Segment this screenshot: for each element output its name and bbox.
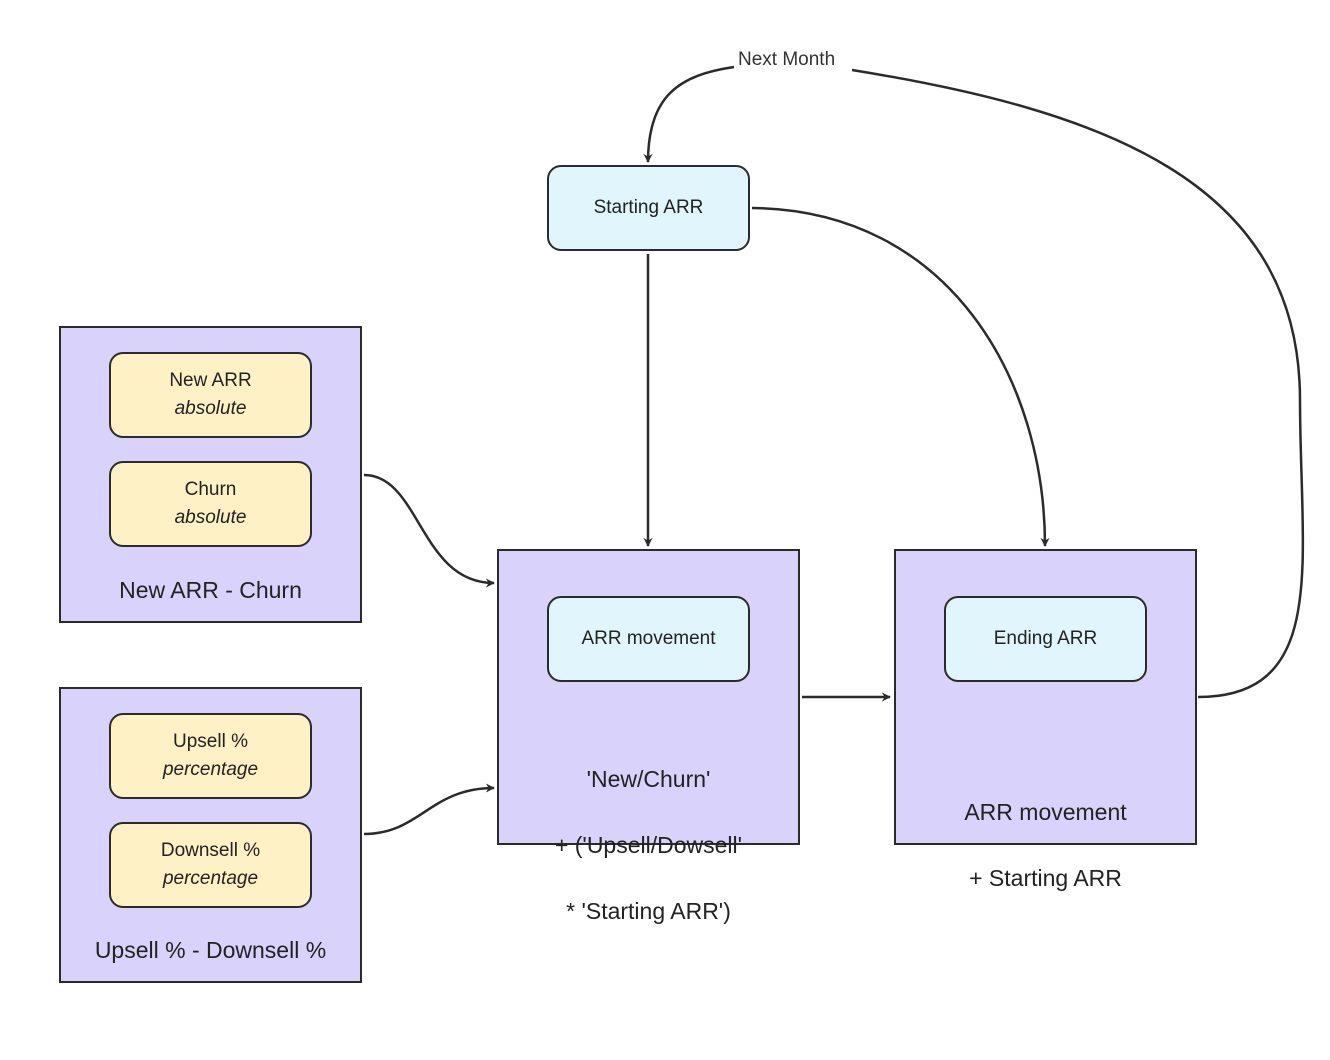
arr-movement-formula-line: 'New/Churn' bbox=[586, 766, 711, 792]
new-arr-type: absolute bbox=[174, 398, 247, 419]
arr-movement-label: ARR movement bbox=[581, 628, 716, 649]
upsell-downsell-formula: Upsell % - Downsell % bbox=[94, 937, 327, 963]
edge-next-month-to-starting-arr bbox=[643, 65, 735, 163]
new-arr-node[interactable]: New ARR absolute bbox=[109, 352, 312, 438]
edge-next-month-loop bbox=[851, 68, 1305, 699]
ending-arr-formula: ARR movement + Starting ARR bbox=[894, 763, 1197, 928]
churn-type: absolute bbox=[174, 507, 247, 528]
arr-movement-formula-line: * 'Starting ARR') bbox=[566, 898, 731, 924]
edge-new-churn-to-movement bbox=[363, 473, 495, 588]
downsell-node[interactable]: Downsell % percentage bbox=[109, 822, 312, 908]
ending-arr-label: Ending ARR bbox=[993, 628, 1098, 649]
new-churn-formula: New ARR - Churn bbox=[119, 577, 302, 603]
upsell-label: Upsell % bbox=[173, 731, 248, 752]
starting-arr-label: Starting ARR bbox=[593, 197, 704, 218]
ending-arr-node[interactable]: Ending ARR bbox=[944, 596, 1147, 682]
arr-movement-formula: 'New/Churn' + ('Upsell/Dowsell' * 'Start… bbox=[497, 730, 800, 961]
arr-movement-node[interactable]: ARR movement bbox=[547, 596, 750, 682]
upsell-type: percentage bbox=[162, 759, 259, 780]
churn-node[interactable]: Churn absolute bbox=[109, 461, 312, 547]
ending-arr-formula-line: + Starting ARR bbox=[969, 865, 1122, 891]
upsell-node[interactable]: Upsell % percentage bbox=[109, 713, 312, 799]
arr-movement-formula-line: + ('Upsell/Dowsell' bbox=[554, 832, 743, 858]
downsell-type: percentage bbox=[162, 868, 259, 889]
edge-upsell-downsell-to-movement bbox=[363, 783, 495, 836]
ending-arr-formula-line: ARR movement bbox=[964, 799, 1127, 825]
next-month-label: Next Month bbox=[734, 48, 840, 72]
edge-starting-arr-to-ending bbox=[751, 206, 1050, 547]
starting-arr-node[interactable]: Starting ARR bbox=[547, 165, 750, 251]
churn-label: Churn bbox=[184, 479, 237, 500]
downsell-label: Downsell % bbox=[160, 840, 261, 861]
new-arr-label: New ARR bbox=[169, 370, 252, 391]
